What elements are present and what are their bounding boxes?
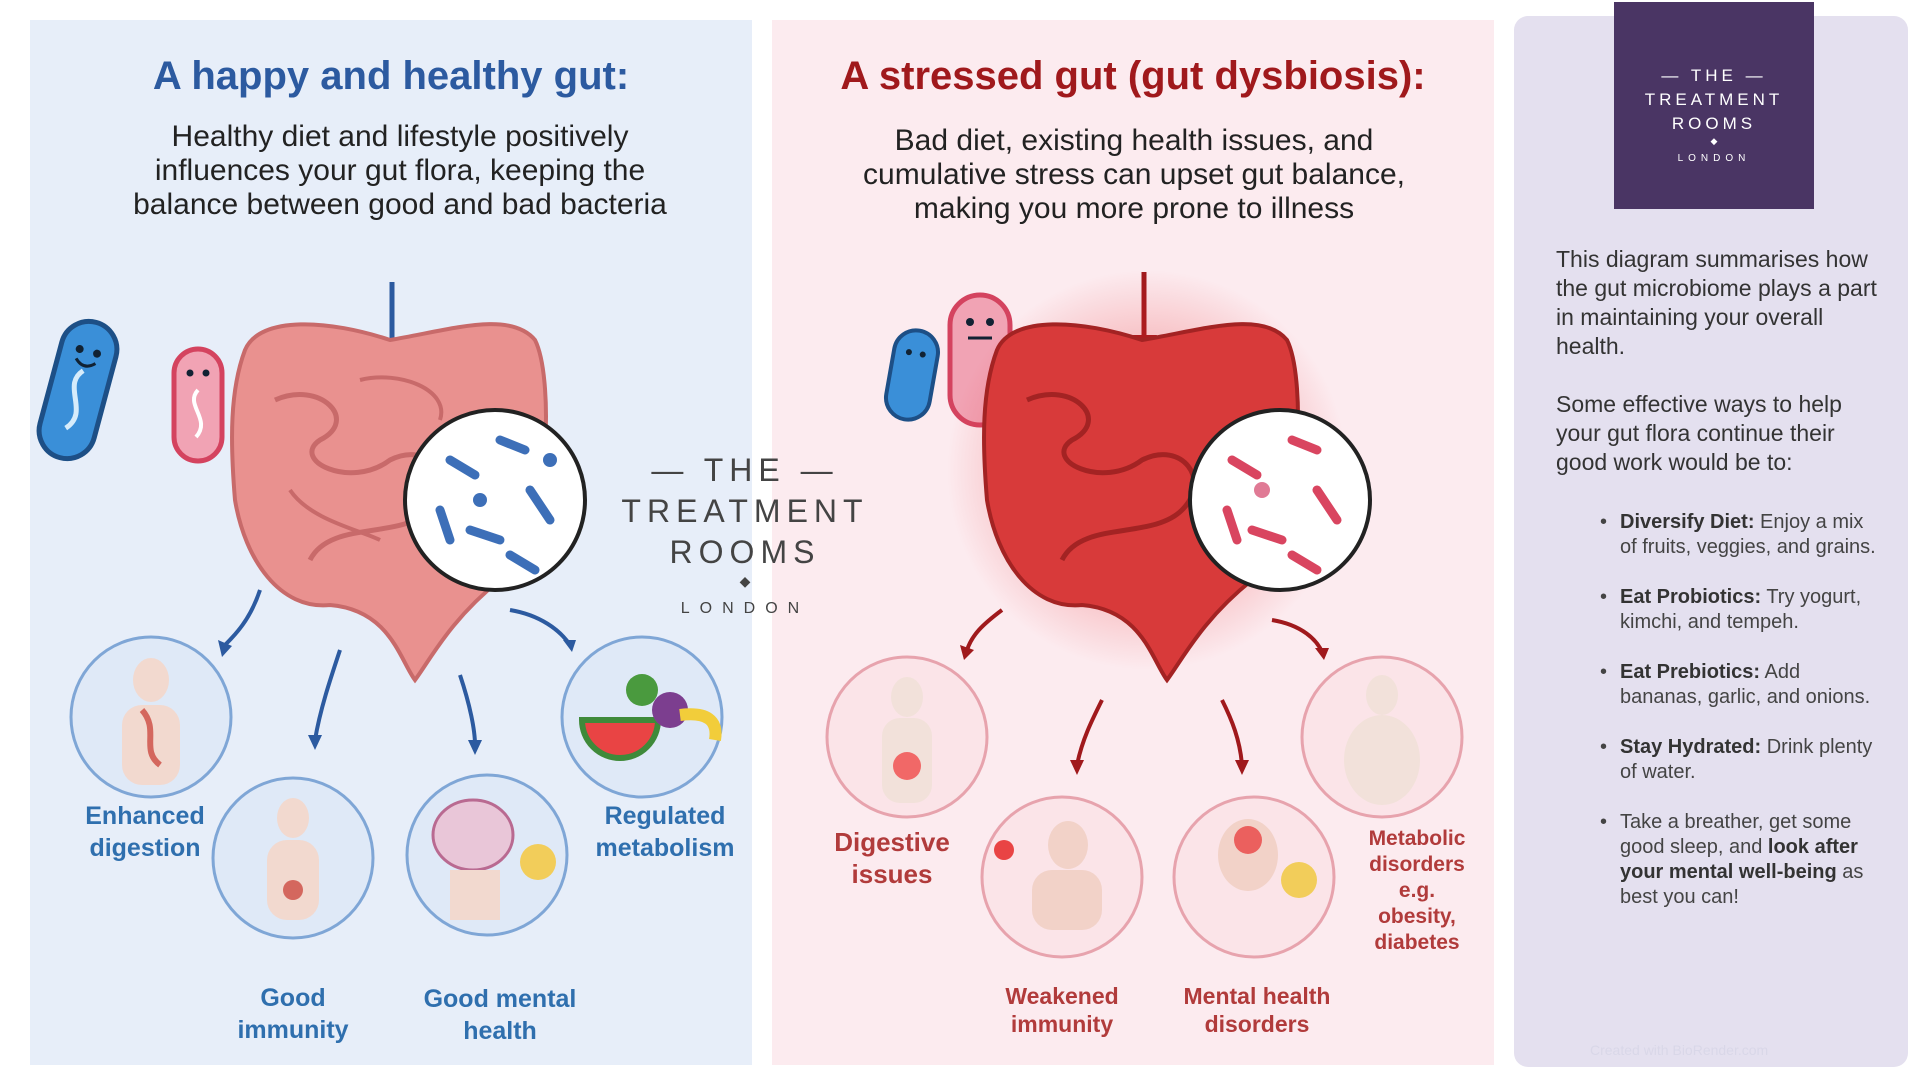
digestive-system-icon <box>69 635 233 799</box>
label-enhanced-digestion: Enhanced digestion <box>85 802 205 862</box>
stomach-pain-icon <box>825 655 989 819</box>
headache-icon <box>1172 795 1336 959</box>
list-item: Diversify Diet: Enjoy a mix of fruits, v… <box>1582 510 1882 560</box>
label-good-mental-health: Good mental health <box>423 985 577 1045</box>
diamond-icon: ◆ <box>739 573 751 589</box>
label-good-immunity: Good immunity <box>237 984 349 1044</box>
label-metabolic-disorders: Metabolic disorders e.g. obesity, diabet… <box>1368 827 1466 954</box>
list-item: Take a breather, get some good sleep, an… <box>1582 810 1882 910</box>
healthy-gut-panel: A happy and healthy gut: Healthy diet an… <box>30 20 752 1065</box>
list-item: Eat Prebiotics: Add bananas, garlic, and… <box>1582 660 1882 710</box>
tips-list: Diversify Diet: Enjoy a mix of fruits, v… <box>1582 510 1882 935</box>
diamond-icon: ◆ <box>1710 136 1718 146</box>
list-item: Eat Probiotics: Try yogurt, kimchi, and … <box>1582 585 1882 635</box>
stressed-gut-subtitle: Bad diet, existing health issues, and cu… <box>863 124 1405 225</box>
biorender-credit[interactable]: Created with BioRender.com <box>1590 1042 1769 1058</box>
fruit-vegetables-icon <box>560 635 724 799</box>
obese-person-icon <box>1300 655 1464 819</box>
label-weakened-immunity: Weakened immunity <box>1005 983 1119 1037</box>
microbiome-magnifier-icon <box>403 408 587 592</box>
immune-body-icon <box>211 776 375 940</box>
label-mental-health-disorders: Mental health disorders <box>1183 983 1331 1037</box>
summary-intro: This diagram summarises how the gut micr… <box>1556 246 1877 359</box>
summary-lead: Some effective ways to help your gut flo… <box>1556 391 1842 475</box>
watermark-logo: — THE — TREATMENT ROOMS ◆ LONDON <box>621 452 869 617</box>
sick-person-icon <box>980 795 1144 959</box>
list-item: Stay Hydrated: Drink plenty of water. <box>1582 735 1882 785</box>
happy-bacteria-icon <box>36 318 225 464</box>
healthy-gut-illustration <box>36 282 724 940</box>
brain-happy-icon <box>405 773 569 937</box>
label-regulated-metabolism: Regulated metabolism <box>595 802 735 862</box>
label-digestive-issues: Digestive issues <box>834 827 950 889</box>
healthy-gut-title: A happy and healthy gut: <box>152 54 630 98</box>
stressed-gut-illustration <box>825 270 1464 959</box>
brand-logo: — THE — TREATMENT ROOMS ◆ LONDON <box>1614 2 1814 209</box>
microbiome-magnifier-icon <box>1188 408 1372 592</box>
stressed-gut-panel: A stressed gut (gut dysbiosis): Bad diet… <box>772 20 1494 1065</box>
healthy-gut-subtitle: Healthy diet and lifestyle positively in… <box>133 120 667 221</box>
stressed-gut-title: A stressed gut (gut dysbiosis): <box>840 54 1426 98</box>
